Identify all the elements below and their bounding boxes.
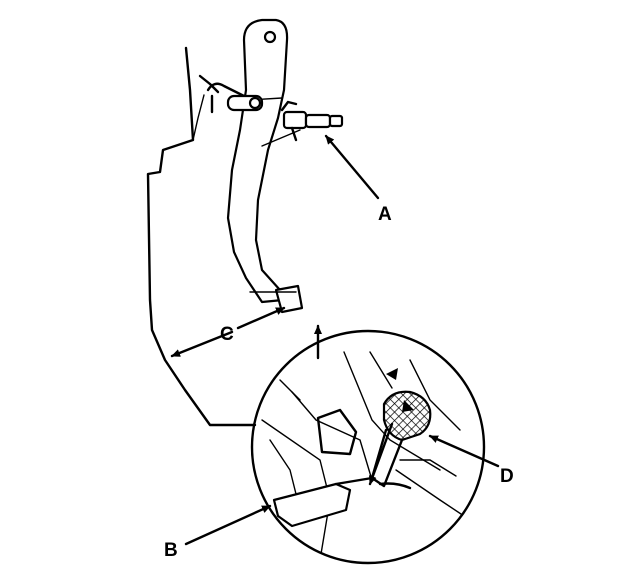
- brake-light-switch: [261, 100, 344, 147]
- callout-c: C: [220, 324, 234, 345]
- leader-d: [428, 434, 500, 468]
- callout-a: A: [378, 204, 392, 225]
- pedal-stopper: [249, 284, 304, 314]
- leader-a: [324, 134, 380, 200]
- pedal-arm: [226, 18, 289, 304]
- detail-inset: [250, 329, 486, 565]
- pushrod-linkage: [206, 82, 264, 114]
- callout-d: D: [500, 466, 514, 487]
- pedal-pad: [382, 390, 432, 442]
- callout-b: B: [164, 540, 178, 561]
- leader-b: [184, 504, 272, 546]
- firewall-bracket: [146, 46, 257, 427]
- dimension-c: [170, 306, 286, 358]
